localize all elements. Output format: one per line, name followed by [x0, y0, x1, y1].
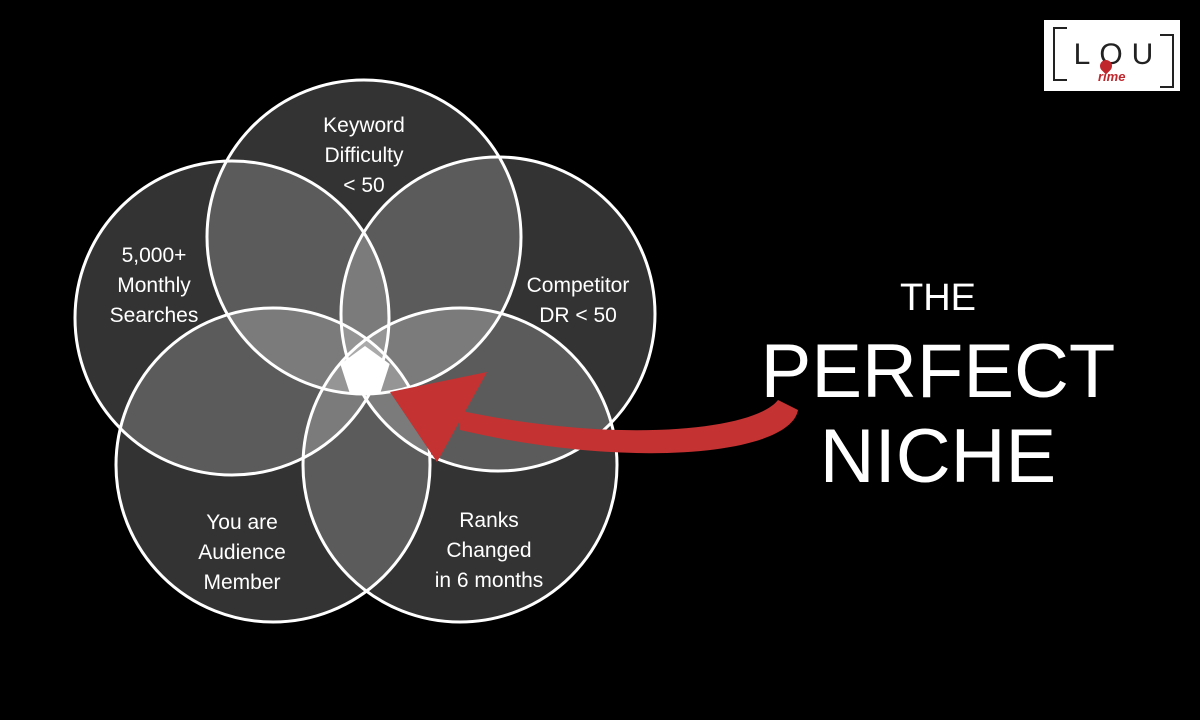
venn-label-line: Competitor — [527, 274, 630, 297]
venn-outline-competitor-dr — [339, 155, 657, 473]
headline-niche: NICHE — [819, 414, 1057, 499]
logo-wordmark: LOU — [1073, 38, 1163, 71]
logo-bracket-right — [1160, 34, 1174, 88]
venn-label-line: Member — [203, 571, 280, 594]
venn-label-line: 5,000+ — [122, 244, 187, 267]
venn-circle-monthly-searches — [75, 161, 389, 475]
venn-outline-audience-member — [114, 306, 432, 624]
perfect-niche-center — [340, 346, 390, 393]
venn-label-line: Searches — [110, 304, 199, 327]
brand-logo: LOU rime — [1044, 20, 1180, 91]
venn-label-line: You are — [206, 511, 278, 534]
venn-outline-monthly-searches — [73, 159, 391, 477]
venn-label-line: Difficulty — [325, 144, 404, 167]
venn-label-line: Audience — [198, 541, 286, 564]
venn-outline-ranks-changed — [301, 306, 619, 624]
venn-label-line: Changed — [446, 539, 531, 562]
headline-the: THE — [900, 277, 976, 319]
pointer-arrow-head — [390, 372, 487, 462]
headline-perfect: PERFECT — [760, 329, 1116, 414]
venn-label-line: DR < 50 — [539, 304, 617, 327]
logo-subword: rime — [1098, 69, 1126, 84]
venn-label-line: Ranks — [459, 509, 519, 532]
venn-label-competitor-dr: Competitor DR < 50 — [527, 274, 630, 327]
venn-label-line: < 50 — [343, 174, 384, 197]
logo-bracket-left — [1053, 27, 1067, 81]
venn-label-line: Keyword — [323, 114, 405, 137]
pointer-arrow-shaft — [457, 400, 798, 454]
venn-circle-keyword-difficulty — [207, 80, 521, 394]
venn-label-line: in 6 months — [435, 569, 544, 592]
venn-label-line: Monthly — [117, 274, 191, 297]
